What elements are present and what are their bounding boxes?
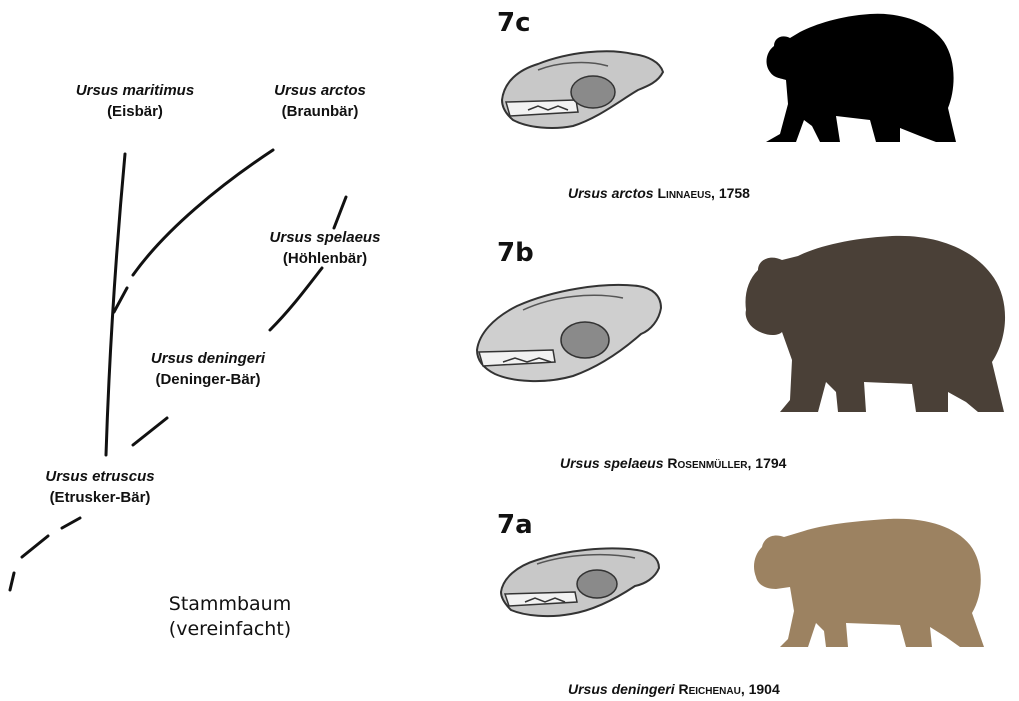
taxon-common-name: (Etrusker-Bär) [20,487,180,508]
branch-deningeri-link [133,418,167,445]
caption-year: , 1904 [741,681,780,697]
tree-title-line2: (vereinfacht) [130,617,330,642]
branch-etruscus-dash3 [10,573,14,590]
taxon-scientific-name: Ursus etruscus [20,466,180,487]
bear-body [746,236,1006,412]
caption-arctos: Ursus arctos Linnaeus, 1758 [568,185,750,201]
caption-author: Reichenau [678,681,740,697]
taxon-scientific-name: Ursus maritimus [55,80,215,101]
taxon-common-name: (Eisbär) [55,101,215,122]
branch-etruscus-dash1 [62,518,80,528]
bear-illustration-arctos [760,8,960,148]
taxon-etruscus: Ursus etruscus (Etrusker-Bär) [20,466,180,508]
bear-illustration-spelaeus [742,232,1012,417]
caption-author: Linnaeus [657,185,711,201]
taxon-spelaeus: Ursus spelaeus (Höhlenbär) [250,227,400,269]
branch-spelaeus-top [334,197,346,228]
skull-illustration-deningeri [497,540,665,620]
taxon-arctos: Ursus arctos (Braunbär) [245,80,395,122]
caption-author: Rosenmüller [667,455,747,471]
tree-title: Stammbaum (vereinfacht) [130,592,330,642]
bear-body [754,519,984,647]
caption-species: Ursus spelaeus [560,455,664,471]
taxon-deningeri: Ursus deningeri (Deninger-Bär) [128,348,288,390]
caption-year: , 1794 [748,455,787,471]
caption-deningeri: Ursus deningeri Reichenau, 1904 [568,681,780,697]
bear-silhouette [766,14,956,142]
branch-arctos-dash [114,288,127,312]
caption-year: , 1758 [711,185,750,201]
taxon-common-name: (Deninger-Bär) [128,369,288,390]
bear-illustration-deningeri [750,515,990,650]
taxon-maritimus: Ursus maritimus (Eisbär) [55,80,215,122]
taxon-scientific-name: Ursus deningeri [128,348,288,369]
taxon-common-name: (Höhlenbär) [250,248,400,269]
taxon-scientific-name: Ursus spelaeus [250,227,400,248]
caption-species: Ursus deningeri [568,681,675,697]
skull-illustration-arctos [498,40,668,135]
branch-etruscus-dash2 [22,536,48,557]
tree-title-line1: Stammbaum [130,592,330,617]
caption-spelaeus: Ursus spelaeus Rosenmüller, 1794 [560,455,786,471]
branch-maritimus [106,154,125,455]
skull-illustration-spelaeus [473,278,668,388]
taxon-common-name: (Braunbär) [245,101,395,122]
panel-number-7c: 7c [497,8,531,38]
panel-number-7a: 7a [497,510,533,540]
panel-number-7b: 7b [497,238,534,268]
taxon-scientific-name: Ursus arctos [245,80,395,101]
branch-spelaeus [270,268,322,330]
caption-species: Ursus arctos [568,185,654,201]
